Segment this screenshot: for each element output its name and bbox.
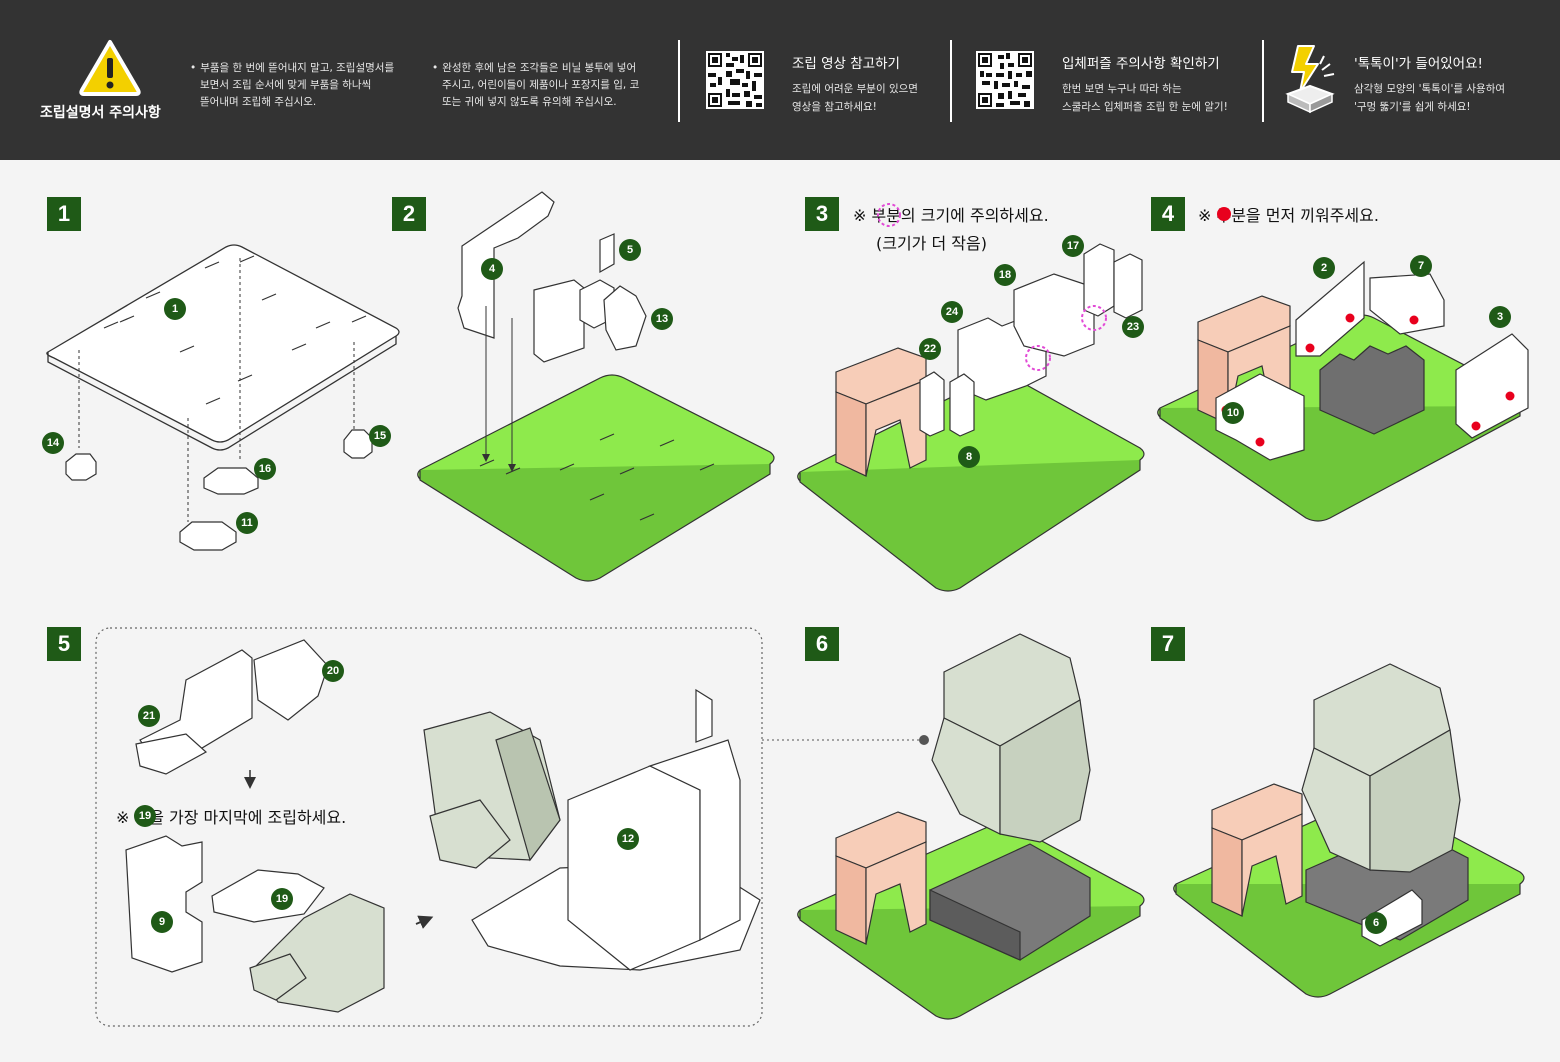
qr-code-icon[interactable] <box>706 51 764 109</box>
part-22-badge: 22 <box>919 338 941 360</box>
part-23-badge: 23 <box>1122 316 1144 338</box>
step1-feet <box>65 429 373 551</box>
part-9-badge: 9 <box>151 911 173 933</box>
step3-note: ※ 부분의 크기에 주의하세요. <box>853 206 1049 225</box>
step3-white-parts <box>919 243 1143 437</box>
step6-pink-gate <box>835 811 927 945</box>
part-20-badge: 20 <box>322 660 344 682</box>
divider <box>950 40 952 122</box>
step5-note: ※ 번을 가장 마지막에 조립하세요. <box>116 808 347 827</box>
part-3-badge: 3 <box>1489 306 1511 328</box>
part-12-badge: 12 <box>617 828 639 850</box>
divider <box>1262 40 1264 122</box>
qr1-line: 조립에 어려운 부분이 있으면 <box>792 83 918 95</box>
step4-note: ※ 부분을 먼저 끼워주세요. <box>1198 206 1379 225</box>
part-8-badge: 8 <box>958 446 980 468</box>
assembly-note-2: •완성한 후에 남은 조각들은 비닐 봉투에 넣어 주시고, 어린이들이 제품이… <box>432 60 667 111</box>
step6-moai-head <box>931 633 1091 843</box>
step5-parts-bottom <box>125 835 385 1013</box>
part-10-badge: 10 <box>1222 402 1244 424</box>
note1-line: 부품을 한 번에 뜯어내지 말고, 조립설명서를 <box>200 62 395 74</box>
step-1-number: 1 <box>47 197 81 231</box>
step2-green-base <box>417 374 775 582</box>
part-17-badge: 17 <box>1062 235 1084 257</box>
step3-note-sub: (크기가 더 작음) <box>876 234 987 253</box>
tok-tok-tool-icon <box>1285 45 1335 114</box>
note1-line: 보면서 조립 순서에 맞게 부품을 하나씩 <box>200 79 372 91</box>
step5-parts-top <box>135 639 329 775</box>
part-7-badge: 7 <box>1410 255 1432 277</box>
red-dot-icon <box>1217 207 1231 221</box>
step4-white-panels <box>1215 260 1529 461</box>
tool-line: 삼각형 모양의 '톡톡이'를 사용하여 <box>1354 83 1506 95</box>
part-11-badge: 11 <box>236 512 258 534</box>
tool-description: 삼각형 모양의 '톡톡이'를 사용하여 '구멍 뚫기'를 쉽게 하세요! <box>1354 80 1505 116</box>
qr2-title: 입체퍼즐 주의사항 확인하기 <box>1062 56 1220 72</box>
qr2-line: 스쿨라스 입체퍼즐 조립 한 눈에 알기! <box>1062 101 1228 113</box>
part-5-badge: 5 <box>619 239 641 261</box>
tool-line: '구멍 뚫기'를 쉽게 하세요! <box>1354 101 1471 113</box>
part-1-badge: 1 <box>164 298 186 320</box>
step5-assembly <box>423 688 761 971</box>
part-24-badge: 24 <box>941 301 963 323</box>
part-15-badge: 15 <box>369 425 391 447</box>
note2-line: 주시고, 어린이들이 제품이나 포장지를 입, 코 <box>442 79 640 91</box>
part-21-badge: 21 <box>138 705 160 727</box>
divider <box>678 40 680 122</box>
step7-pink-gate <box>1211 783 1303 917</box>
header-bar: 조립설명서 주의사항 •부품을 한 번에 뜯어내지 말고, 조립설명서를 보면서… <box>0 0 1560 160</box>
qr1-line: 영상을 참고하세요! <box>792 101 877 113</box>
part-2-badge: 2 <box>1313 257 1335 279</box>
part-16-badge: 16 <box>254 458 276 480</box>
note1-line: 뜯어내며 조립해 주십시오. <box>200 96 317 108</box>
step-5-number: 5 <box>47 627 81 661</box>
step6-dark-pedestal <box>929 843 1091 961</box>
qr2-description: 한번 보면 누구나 따라 하는 스쿨라스 입체퍼즐 조립 한 눈에 알기! <box>1062 80 1228 116</box>
step-7-number: 7 <box>1151 627 1185 661</box>
step-3-number: 3 <box>805 197 839 231</box>
qr1-description: 조립에 어려운 부분이 있으면 영상을 참고하세요! <box>792 80 918 116</box>
step-2-number: 2 <box>392 197 426 231</box>
step-4-number: 4 <box>1151 197 1185 231</box>
part-14-badge: 14 <box>42 432 64 454</box>
part-13-badge: 13 <box>651 308 673 330</box>
part-4-badge: 4 <box>481 258 503 280</box>
part-6-badge: 6 <box>1365 912 1387 934</box>
qr2-line: 한번 보면 누구나 따라 하는 <box>1062 83 1182 95</box>
step2-parts <box>457 191 647 363</box>
note2-line: 완성한 후에 남은 조각들은 비닐 봉투에 넣어 <box>442 62 637 74</box>
note2-line: 또는 귀에 넣지 않도록 유의해 주십시오. <box>442 96 617 108</box>
step-6-number: 6 <box>805 627 839 661</box>
step5-frame <box>95 627 763 1027</box>
qr-code-icon[interactable] <box>976 51 1034 109</box>
assembly-note-1: •부품을 한 번에 뜯어내지 말고, 조립설명서를 보면서 조립 순서에 맞게 … <box>190 60 420 111</box>
warning-title: 조립설명서 주의사항 <box>40 105 161 121</box>
tool-title: '톡톡이'가 들어있어요! <box>1354 56 1483 72</box>
part-19-badge: 19 <box>271 888 293 910</box>
warning-icon <box>79 40 141 96</box>
part-18-badge: 18 <box>994 264 1016 286</box>
part-19-note-badge: 19 <box>134 805 156 827</box>
step1-base-board <box>46 244 400 522</box>
magenta-circle-icon <box>877 203 901 227</box>
step7-moai-complete <box>1301 663 1469 947</box>
step4-dark-core <box>1319 345 1425 435</box>
qr1-title: 조립 영상 참고하기 <box>792 56 900 72</box>
